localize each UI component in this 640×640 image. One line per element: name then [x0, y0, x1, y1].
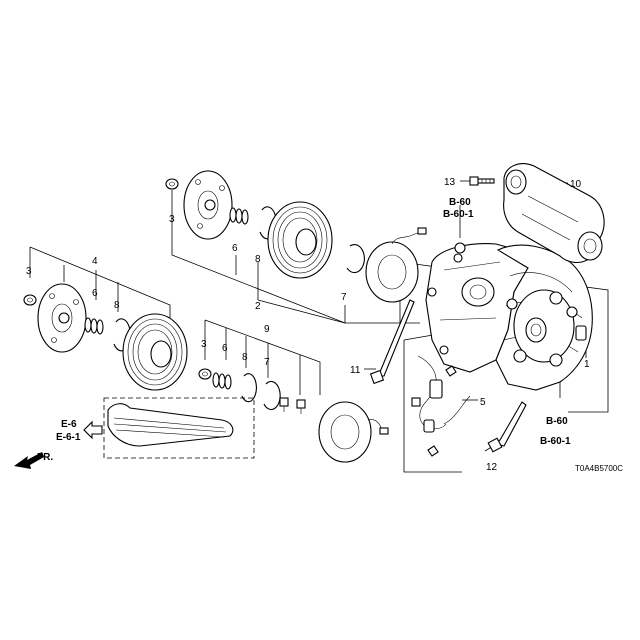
- shims-part-6-left: [84, 317, 104, 335]
- callout-11: 11: [350, 365, 361, 376]
- ref-b601-top: B-60-1: [443, 209, 474, 220]
- clip-lower: [296, 399, 306, 414]
- shims-part-6-upper: [229, 207, 249, 225]
- ref-b60-top: B-60: [449, 197, 471, 208]
- bolt-part-12: [487, 401, 527, 453]
- snap-ring-part-7-lower: [263, 380, 281, 411]
- callout-7-upper: 7: [341, 292, 347, 303]
- pulley-left: [122, 313, 188, 391]
- ref-b601-bottom: B-60-1: [540, 436, 571, 447]
- callout-3-upper: 3: [169, 214, 175, 225]
- drive-belt: [103, 397, 255, 459]
- callout-6-lower: 6: [222, 343, 228, 354]
- nut-part-3: [165, 178, 179, 190]
- bracket-part-10: [503, 163, 605, 264]
- pressure-switch-part-1: [575, 325, 587, 341]
- callout-3-left: 3: [26, 266, 32, 277]
- diagram-code: T0A4B5700C: [575, 464, 623, 473]
- ref-e6: E-6: [61, 419, 77, 430]
- shims-part-6-lower: [212, 372, 232, 390]
- left-clutch-assembly: [23, 283, 188, 391]
- nut-part-3-lower: [198, 368, 212, 380]
- bolt-part-11: [369, 299, 415, 385]
- reference-labels: B-60 B-60-1 B-60 B-60-1 E-6 E-6-1 FR.: [37, 197, 571, 463]
- field-coil-upper: [365, 227, 427, 303]
- callout-5: 5: [480, 397, 486, 408]
- callout-6-upper: 6: [232, 243, 238, 254]
- ref-b60-bottom: B-60: [546, 416, 568, 427]
- callout-6-left: 6: [92, 288, 98, 299]
- lower-small-parts: [198, 368, 389, 463]
- callout-13: 13: [444, 177, 456, 188]
- field-coil-lower: [318, 401, 389, 463]
- callout-3-lower: 3: [201, 339, 207, 350]
- pulley-upper: [267, 201, 333, 279]
- bolt-part-13: [469, 176, 495, 186]
- callout-8-lower: 8: [242, 352, 248, 363]
- callout-10: 10: [570, 179, 582, 190]
- port-fitting: [454, 242, 466, 254]
- compressor-body: [425, 242, 593, 391]
- callout-12: 12: [486, 462, 498, 473]
- nut-part-3-left: [23, 294, 37, 306]
- callout-1: 1: [584, 359, 590, 370]
- ref-e61: E-6-1: [56, 432, 81, 443]
- callout-2: 2: [255, 301, 261, 312]
- upper-clutch-assembly: [165, 170, 427, 303]
- callout-4: 4: [92, 256, 98, 267]
- snap-ring-part-7-upper: [346, 244, 365, 274]
- callout-9: 9: [264, 324, 270, 335]
- callout-labels: 3 6 8 2 7 3 4 6 8 3 6 8 9 7 13 10 1 11 5…: [26, 177, 590, 473]
- front-label: FR.: [37, 452, 53, 463]
- callout-8-upper: 8: [255, 254, 261, 265]
- ref-arrow-e6: [83, 420, 103, 440]
- clip-part-9: [279, 397, 289, 412]
- snap-ring-part-8-lower: [241, 373, 257, 403]
- callout-7-lower: 7: [264, 357, 270, 368]
- front-direction-arrow: [14, 452, 44, 469]
- sensor-harness-part-5: [411, 355, 471, 457]
- callout-8-left: 8: [114, 300, 120, 311]
